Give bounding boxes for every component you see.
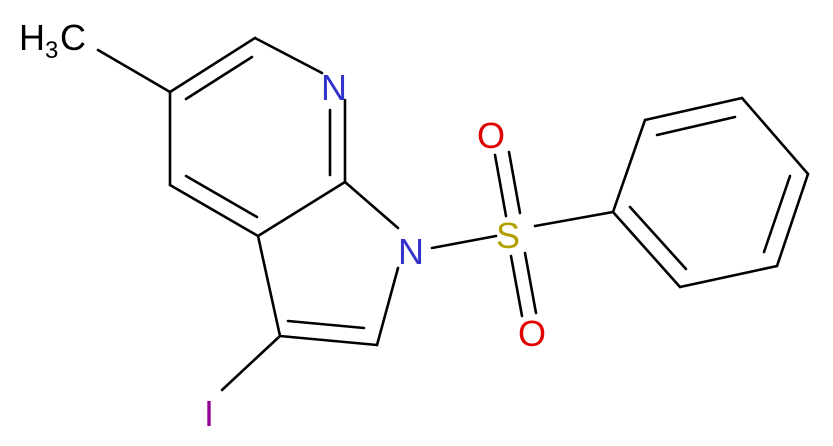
bond-c6-n7	[253, 36, 324, 75]
bond-n1-c2	[375, 266, 400, 347]
pyridine-nitrogen-label: N	[321, 67, 347, 108]
bond-s-o-top-b	[507, 150, 522, 215]
oxygen-top-label: O	[477, 115, 505, 156]
atom-labels: H 3 C N N S O O I	[19, 17, 546, 434]
methyl-subscript-label: 3	[45, 37, 58, 64]
bond-c2-c3	[278, 334, 379, 347]
bond-s-o-top-a	[493, 153, 508, 218]
bond-s-ph	[533, 210, 615, 228]
bond-s-o-bottom-a	[509, 254, 524, 318]
sulfur-label: S	[496, 215, 520, 256]
bond-ph-4	[775, 172, 810, 268]
bond-ph-2-inner	[655, 115, 737, 137]
bond-ph-1	[611, 118, 647, 214]
bond-c7a-n1	[343, 180, 400, 230]
bond-c5-c6-inner	[184, 55, 254, 101]
bond-ph-6	[611, 210, 682, 289]
bond-c3a-c4	[168, 183, 260, 238]
bonds	[96, 36, 810, 392]
bond-ph-6-inner	[628, 205, 688, 271]
bond-c3-i	[220, 334, 282, 392]
bond-s-o-bottom-b	[523, 251, 538, 315]
methyl-c-label: C	[60, 17, 86, 58]
bond-methyl	[96, 48, 172, 94]
oxygen-bottom-label: O	[518, 313, 546, 354]
pyrrole-nitrogen-label: N	[398, 231, 424, 272]
bond-ph-2	[643, 96, 744, 122]
bond-ph-4-inner	[762, 174, 792, 254]
bond-n1-s	[430, 234, 498, 250]
bond-c3-c3a	[256, 234, 282, 338]
bond-c3a-c4-inner	[184, 174, 259, 219]
bond-ph-3	[740, 96, 810, 176]
iodine-label: I	[204, 393, 214, 434]
bond-c5-c6	[168, 36, 257, 94]
methyl-h-label: H	[19, 17, 45, 58]
bond-ph-5	[678, 264, 779, 289]
bond-c2-c3-inner	[286, 319, 366, 330]
bond-c7a-c3a	[256, 180, 347, 238]
